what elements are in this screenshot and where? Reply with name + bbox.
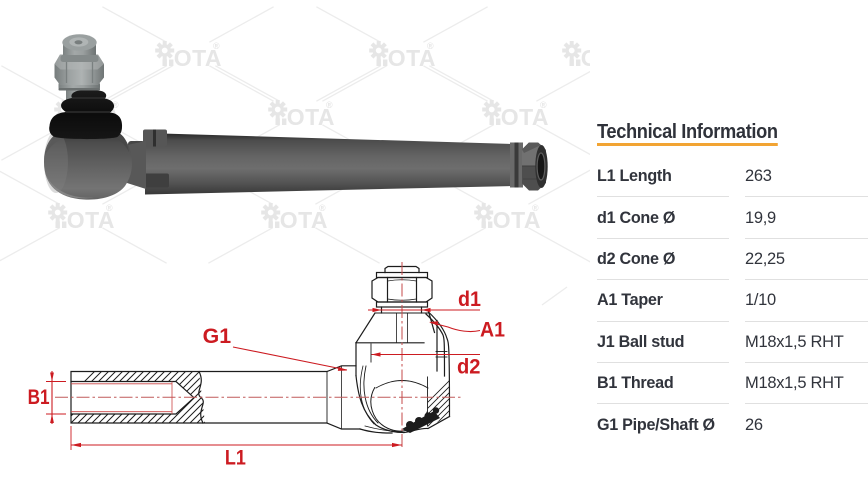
svg-text:G1: G1 (203, 325, 232, 348)
svg-text:B1: B1 (28, 386, 50, 409)
svg-text:d2: d2 (457, 356, 481, 379)
svg-text:L1: L1 (225, 446, 246, 469)
svg-text:d1: d1 (458, 288, 481, 311)
svg-text:A1: A1 (480, 319, 505, 342)
